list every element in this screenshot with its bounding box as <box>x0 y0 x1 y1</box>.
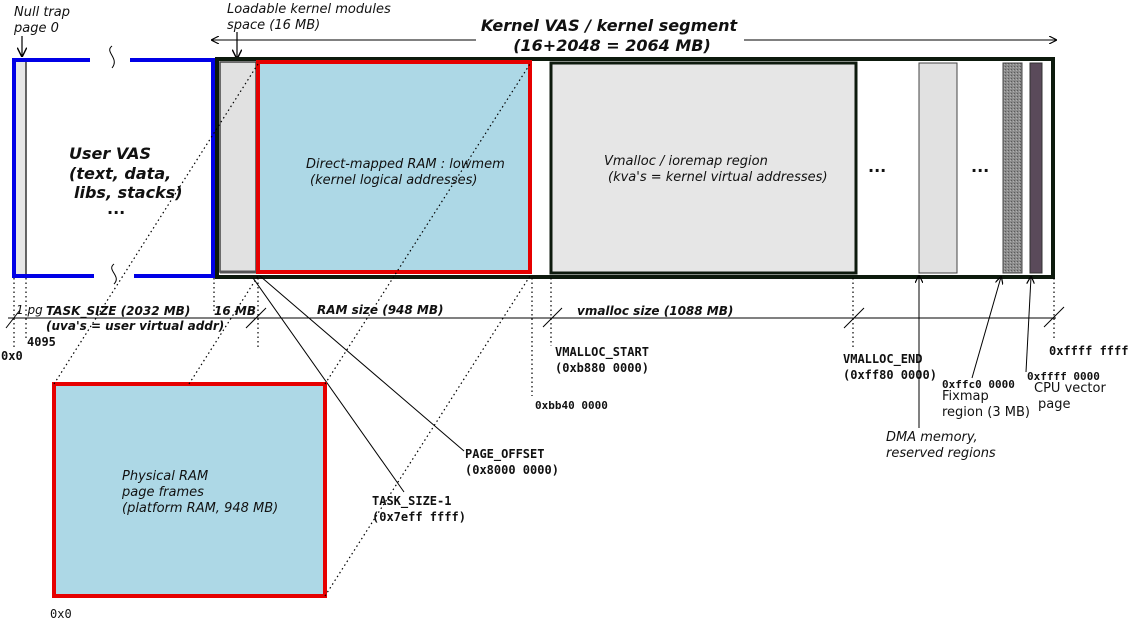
mapping-lines <box>53 63 531 597</box>
dma-label: DMA memory, <box>886 430 978 445</box>
vmalloc-label: Vmalloc / ioremap region <box>604 154 768 169</box>
modules-label: Loadable kernel modules <box>227 2 391 17</box>
addr-bb40: 0xbb40 0000 <box>535 399 608 412</box>
fixmap-block <box>1002 62 1023 274</box>
page-offset-label: PAGE_OFFSET <box>465 447 544 462</box>
cpu-vector-block <box>1029 62 1043 274</box>
task-size-label: TASK_SIZE (2032 MB) <box>46 304 190 319</box>
one-page-label: 1 pg <box>16 303 43 317</box>
pointer-arrows <box>252 276 1031 493</box>
addr-zero: 0x0 <box>1 349 23 363</box>
kernel-vas-border <box>215 57 1055 279</box>
cpu-vector-label-2: page <box>1038 397 1070 412</box>
physical-ram-block <box>52 382 327 598</box>
lowmem-block <box>256 60 532 274</box>
kernel-vas-subtitle: (16+2048 = 2064 MB) <box>513 36 711 55</box>
user-vas-ellipsis: ... <box>107 199 125 218</box>
lowmem-sublabel: (kernel logical addresses) <box>310 173 477 188</box>
dma-label-2: reserved regions <box>886 446 996 461</box>
cpu-vector-label: CPU vector <box>1034 381 1106 396</box>
boundary-markers <box>13 278 1055 396</box>
user-vas-title: User VAS <box>69 144 151 163</box>
vmalloc-block <box>549 61 858 275</box>
fixmap-label: Fixmap <box>942 389 989 404</box>
task-size-minus-one-addr: (0x7eff ffff) <box>372 510 466 524</box>
vmalloc-sublabel: (kva's = kernel virtual addresses) <box>608 170 828 185</box>
phys-addr-zero: 0x0 <box>50 607 72 621</box>
vmalloc-end-label: VMALLOC_END <box>843 352 922 367</box>
addr-top: 0xffff ffff <box>1049 344 1128 358</box>
task-size-minus-one-label: TASK_SIZE-1 <box>372 494 451 509</box>
physical-ram-label-3: (platform RAM, 948 MB) <box>122 501 278 516</box>
null-trap-label: Null trap <box>14 5 70 20</box>
addr-4095: 4095 <box>27 335 56 349</box>
physical-ram-label: Physical RAM <box>122 469 208 484</box>
user-vas-region <box>12 45 215 285</box>
modules-block <box>219 61 257 273</box>
kernel-vas-title: Kernel VAS / kernel segment <box>481 16 739 35</box>
vmalloc-start-addr: (0xb880 0000) <box>555 361 649 375</box>
physical-ram-label-2: page frames <box>121 485 204 500</box>
addr-ffc0: 0xffc0 0000 <box>942 378 1015 391</box>
page-offset-addr: (0x8000 0000) <box>465 463 559 477</box>
ellipsis-a: ... <box>868 157 886 176</box>
null-trap-label-2: page 0 <box>13 21 59 36</box>
dma-block <box>918 62 958 274</box>
user-vas-desc-1: (text, data, <box>69 164 171 183</box>
lowmem-label: Direct-mapped RAM : lowmem <box>306 157 505 172</box>
uva-label: (uva's = user virtual addr) <box>46 319 224 333</box>
vmalloc-start-label: VMALLOC_START <box>555 345 649 360</box>
user-vas-desc-2: libs, stacks) <box>74 183 183 202</box>
ellipsis-b: ... <box>971 157 989 176</box>
vmalloc-size-label: vmalloc size (1088 MB) <box>577 304 733 318</box>
modules-label-2: space (16 MB) <box>227 18 320 33</box>
addr-ffff0000: 0xffff 0000 <box>1027 370 1100 383</box>
vmalloc-end-addr: (0xff80 0000) <box>843 368 937 382</box>
ram-size-label: RAM size (948 MB) <box>317 303 444 317</box>
ruler-ticks <box>5 306 1065 329</box>
fixmap-label-2: region (3 MB) <box>942 405 1030 420</box>
